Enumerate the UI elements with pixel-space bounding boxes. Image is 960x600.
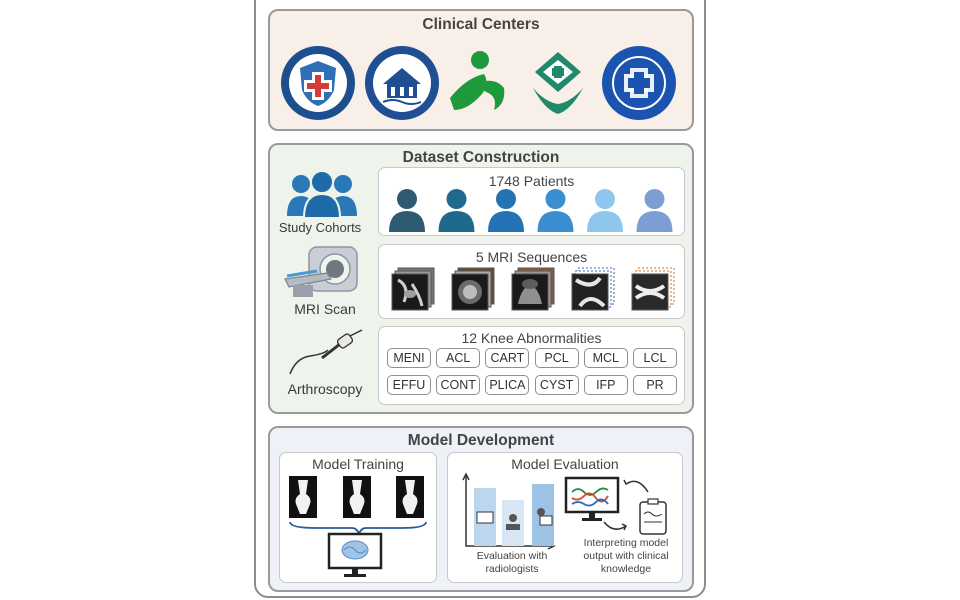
- abnormality-tag: CONT: [436, 375, 481, 395]
- abnormality-tag: PCL: [534, 348, 579, 368]
- study-cohorts-label: Study Cohorts: [278, 220, 362, 235]
- model-evaluation-title: Model Evaluation: [511, 456, 619, 472]
- training-knee-images: [289, 476, 427, 577]
- patients-card: 1748 Patients: [378, 167, 685, 236]
- patient-icon: [587, 189, 623, 232]
- abnormality-tag: IFP: [583, 375, 628, 395]
- patient-icon: [636, 189, 673, 232]
- patient-icon: [488, 189, 524, 232]
- hospital-logo-4: [533, 52, 583, 114]
- mri-sequence-stack-2: [451, 267, 495, 311]
- mri-sequence-stack-3: [511, 267, 555, 311]
- abnormalities-title: 12 Knee Abnormalities: [461, 330, 602, 346]
- arthroscopy-label: Arthroscopy: [287, 381, 363, 397]
- eval-radiologists-line2: radiologists: [485, 563, 539, 575]
- patient-icon: [389, 189, 425, 232]
- arthroscopy-icon: [289, 329, 363, 375]
- mri-sequences-title: 5 MRI Sequences: [475, 249, 588, 265]
- patient-icon: [537, 189, 574, 232]
- abnormality-tag: MCL: [583, 348, 628, 368]
- abnormality-tag: PR: [633, 375, 677, 395]
- mri-sequence-stack-5: [631, 267, 675, 311]
- patient-icon: [438, 189, 475, 232]
- mri-sequence-stack-1: [391, 267, 435, 311]
- interpret-line2: output with clinical: [583, 550, 669, 562]
- model-development-title: Model Development: [407, 432, 555, 449]
- abnormality-tag: LCL: [633, 348, 677, 368]
- interpretation-icons: [564, 476, 667, 535]
- dataset-construction-title: Dataset Construction: [402, 149, 560, 166]
- abnormality-tag: MENI: [387, 348, 431, 368]
- abnormality-tag: CYST: [534, 375, 579, 395]
- patients-icons: [389, 189, 673, 232]
- mri-sequence-stack-4: [571, 267, 615, 311]
- evaluation-bar-chart: [462, 472, 556, 550]
- abnormality-tag: EFFU: [387, 375, 431, 395]
- hospital-logo-1: [281, 46, 355, 120]
- mri-scan-label: MRI Scan: [294, 301, 356, 317]
- hospital-logo-2: [365, 46, 439, 120]
- model-training-title: Model Training: [312, 456, 404, 472]
- patients-title: 1748 Patients: [488, 173, 575, 189]
- abnormality-tag: PLICA: [485, 375, 530, 395]
- abnormality-tag: CART: [485, 348, 530, 368]
- clinical-centers-title: Clinical Centers: [422, 16, 540, 33]
- abnormality-tag: ACL: [436, 348, 481, 368]
- hospital-logo-5: [602, 46, 676, 120]
- interpret-line1: Interpreting model: [583, 537, 669, 549]
- hospital-logo-3: [450, 51, 505, 110]
- study-cohorts-icon: [287, 170, 357, 218]
- mri-scanner-icon: [284, 246, 358, 297]
- interpret-line3: knowledge: [600, 563, 652, 575]
- eval-radiologists-line1: Evaluation with: [476, 550, 548, 562]
